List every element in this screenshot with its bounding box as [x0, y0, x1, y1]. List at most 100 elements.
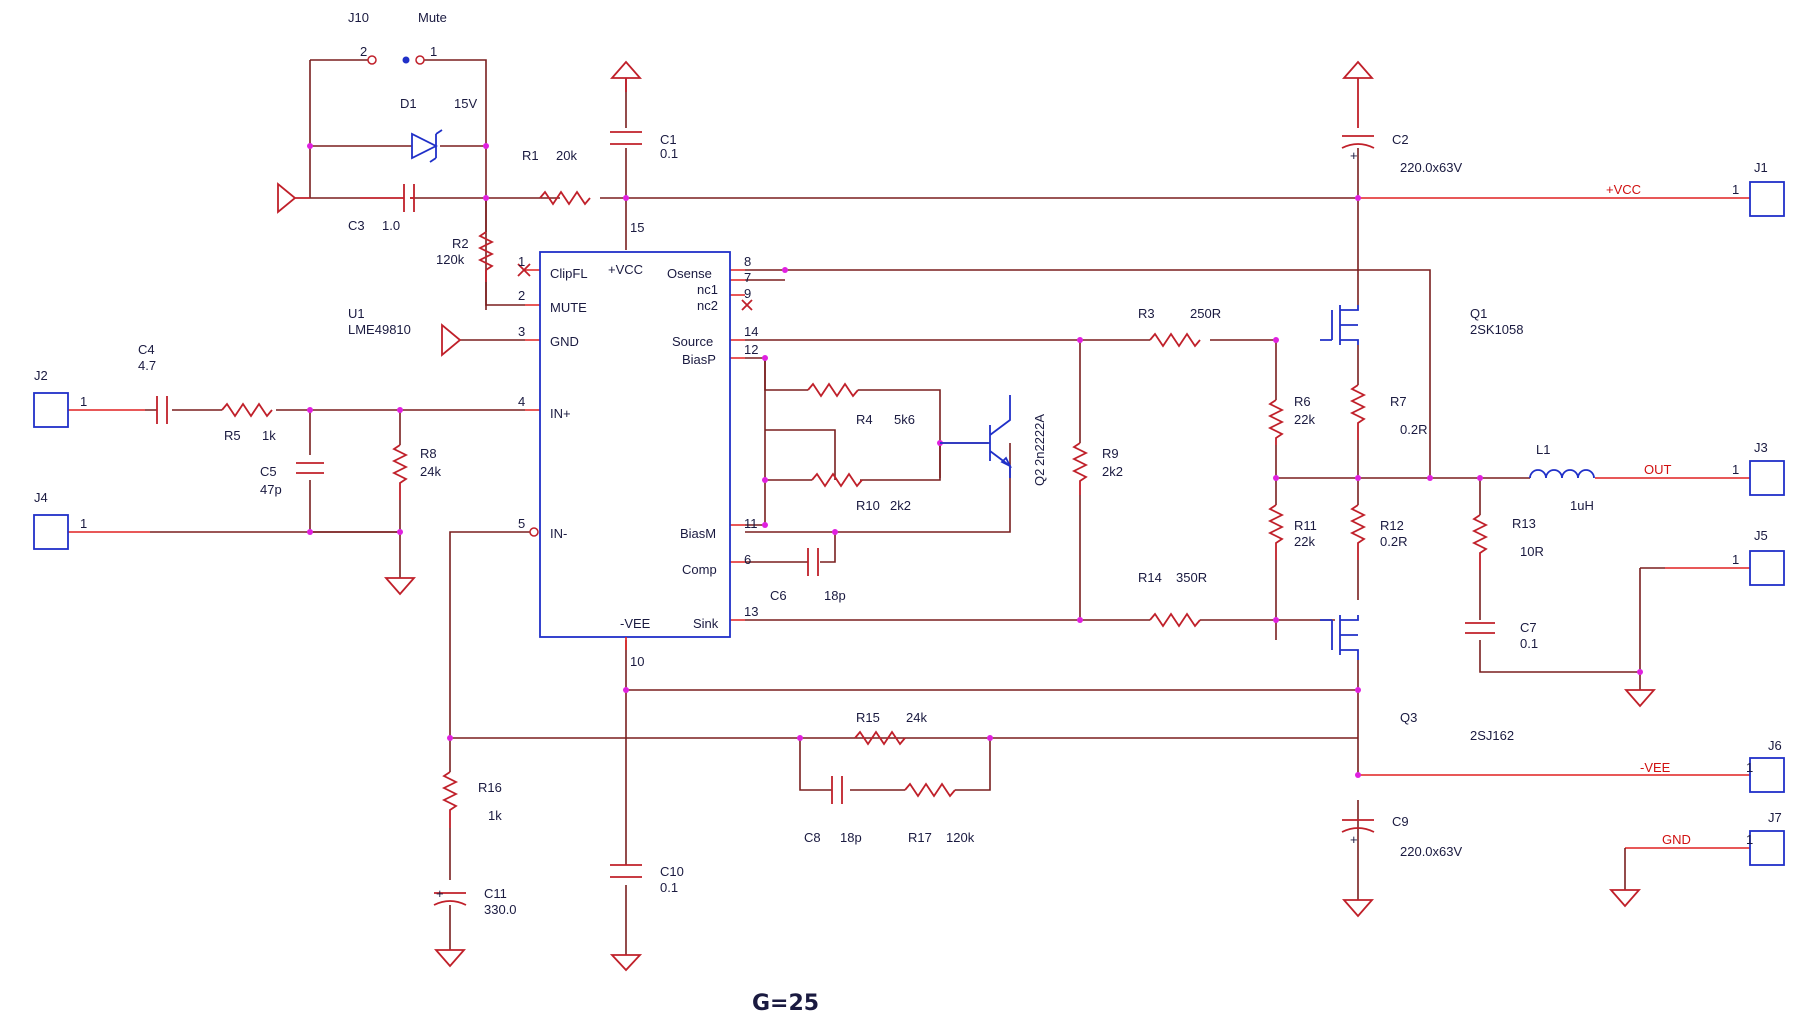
- pin-num-10: 10: [630, 654, 644, 669]
- r6-ref: R6: [1294, 394, 1311, 409]
- j3-net: OUT: [1644, 462, 1672, 477]
- pin-num-2: 2: [518, 288, 525, 303]
- r16-val: 1k: [488, 808, 502, 823]
- j6-ref: J6: [1768, 738, 1782, 753]
- r8-ref: R8: [420, 446, 437, 461]
- c10-ref: C10: [660, 864, 684, 879]
- j2-ref: J2: [34, 368, 48, 383]
- c1-capacitor-icon: [610, 131, 642, 145]
- r15-val: 24k: [906, 710, 927, 725]
- j2-pin: 1: [80, 394, 87, 409]
- q2-val: 2n2222A: [1032, 414, 1047, 466]
- pmos-transistor-icon: [1320, 615, 1359, 660]
- r16-ref: R16: [478, 780, 502, 795]
- c3-val: 1.0: [382, 218, 400, 233]
- vee-arrow-icon: [1342, 899, 1374, 918]
- inductor-l1-icon: [1529, 469, 1595, 479]
- c6-capacitor-icon: [807, 548, 819, 576]
- pin-label-osense: Osense: [667, 266, 712, 281]
- u1-part: LME49810: [348, 322, 411, 337]
- c5-ref: C5: [260, 464, 277, 479]
- r2-ref: R2: [452, 236, 469, 251]
- connector-j6: [1749, 757, 1785, 793]
- gain-note: G=25: [752, 991, 819, 1016]
- r11-val: 22k: [1294, 534, 1315, 549]
- r4-val: 5k6: [894, 412, 915, 427]
- u1-ref: U1: [348, 306, 365, 321]
- vcc-arrow-icon: [610, 60, 642, 92]
- r17-resistor-icon: [904, 782, 956, 798]
- j10-ref: J10: [348, 10, 369, 25]
- j10-pin2: 2: [360, 44, 367, 59]
- j4-pin: 1: [80, 516, 87, 531]
- r3-val: 250R: [1190, 306, 1221, 321]
- r1-ref: R1: [522, 148, 539, 163]
- j5-pin: 1: [1732, 552, 1739, 567]
- labels: U1 LME49810 ClipFL MUTE GND IN+ IN- +VCC…: [34, 10, 1782, 1016]
- pin-label-nc1: nc1: [697, 282, 718, 297]
- r13-val: 10R: [1520, 544, 1544, 559]
- pin-num-4: 4: [518, 394, 525, 409]
- c11-capacitor-icon: [433, 892, 467, 906]
- c4-ref: C4: [138, 342, 155, 357]
- c4-capacitor-icon: [156, 396, 168, 424]
- ground-icon: [277, 182, 310, 214]
- r13-ref: R13: [1512, 516, 1536, 531]
- pin-num-14: 14: [744, 324, 758, 339]
- l1-ref: L1: [1536, 442, 1550, 457]
- pin-label-gnd: GND: [550, 334, 579, 349]
- power-symbols: [277, 60, 1656, 972]
- r7-ref: R7: [1390, 394, 1407, 409]
- r11-ref: R11: [1294, 518, 1317, 533]
- r2-resistor-icon: [477, 231, 495, 282]
- c8-capacitor-icon: [831, 776, 843, 804]
- connector-j2: [33, 392, 69, 428]
- r8-val: 24k: [420, 464, 441, 479]
- connector-j3: [1749, 460, 1785, 496]
- c9-plus: +: [1350, 832, 1358, 847]
- c11-plus: +: [436, 886, 444, 901]
- r13-resistor-icon: [1471, 514, 1489, 570]
- connector-j5: [1749, 550, 1785, 586]
- j7-pin: 1: [1746, 832, 1753, 847]
- c8-val: 18p: [840, 830, 862, 845]
- r17-ref: R17: [908, 830, 932, 845]
- pin-label-comp: Comp: [682, 562, 717, 577]
- c9-capacitor-icon: [1341, 819, 1375, 833]
- r12-resistor-icon: [1349, 504, 1367, 560]
- pin-num-6: 6: [744, 552, 751, 567]
- j6-pin: 1: [1746, 760, 1753, 775]
- pin-num-15: 15: [630, 220, 644, 235]
- junction-dots: [307, 143, 1643, 778]
- c7-capacitor-icon: [1465, 622, 1495, 634]
- q1-val: 2SK1058: [1470, 322, 1524, 337]
- l1-val: 1uH: [1570, 498, 1594, 513]
- c6-val: 18p: [824, 588, 846, 603]
- c1-val: 0.1: [660, 146, 678, 161]
- j7-net: GND: [1662, 832, 1691, 847]
- j10-val: Mute: [418, 10, 447, 25]
- r1-resistor-icon: [539, 190, 591, 206]
- r12-ref: R12: [1380, 518, 1404, 533]
- ic-u1-body: [539, 251, 731, 638]
- r4-ref: R4: [856, 412, 873, 427]
- r7-val: 0.2R: [1400, 422, 1427, 437]
- c10-val: 0.1: [660, 880, 678, 895]
- r10-resistor-icon: [811, 472, 863, 488]
- pin-label-inp: IN+: [550, 406, 571, 421]
- j6-net: -VEE: [1640, 760, 1671, 775]
- j4-ref: J4: [34, 490, 48, 505]
- r4-resistor-icon: [807, 382, 859, 398]
- jumper-j10: [367, 55, 425, 65]
- r1-val: 20k: [556, 148, 577, 163]
- r17-val: 120k: [946, 830, 975, 845]
- r5-ref: R5: [224, 428, 241, 443]
- resistors: [221, 190, 1489, 828]
- r14-resistor-icon: [1149, 612, 1201, 628]
- vcc-arrow-icon: [1342, 60, 1374, 128]
- c9-ref: C9: [1392, 814, 1409, 829]
- pin-label-biasp: BiasP: [682, 352, 716, 367]
- r9-val: 2k2: [1102, 464, 1123, 479]
- c2-val: 220.0x63V: [1400, 160, 1462, 175]
- c5-capacitor-icon: [296, 462, 324, 474]
